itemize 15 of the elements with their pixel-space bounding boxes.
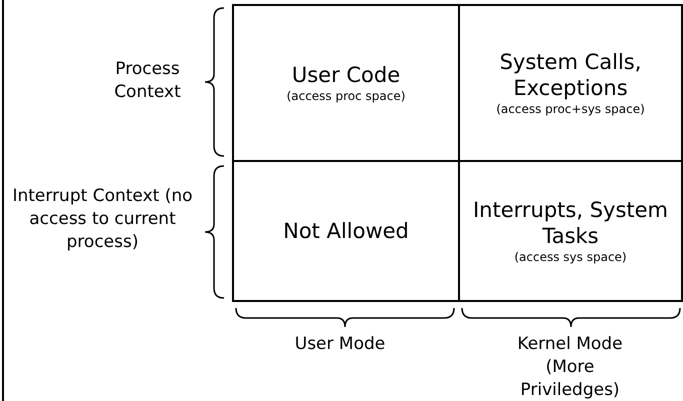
cell-heading: User Code: [292, 62, 400, 88]
table-cell-box: [458, 160, 683, 302]
row-label: Interrupt Context (no access to current process): [11, 185, 194, 254]
cell-note: (access proc space): [286, 88, 406, 104]
column-label: User Mode: [294, 333, 386, 356]
cell-note: (access sys space): [514, 249, 627, 265]
table-cell-box: [458, 4, 683, 162]
row-label: Process Context: [113, 58, 182, 104]
cell-note: (access proc+sys space): [496, 101, 645, 117]
cell-heading: Not Allowed: [283, 218, 409, 244]
table-cell-box: [232, 160, 460, 302]
table-cell-box: [232, 4, 460, 162]
cell-heading: Interrupts, System Tasks: [472, 197, 670, 249]
column-label: Kernel Mode (More Priviledges): [516, 333, 624, 401]
cell-heading: System Calls, Exceptions: [498, 49, 642, 101]
